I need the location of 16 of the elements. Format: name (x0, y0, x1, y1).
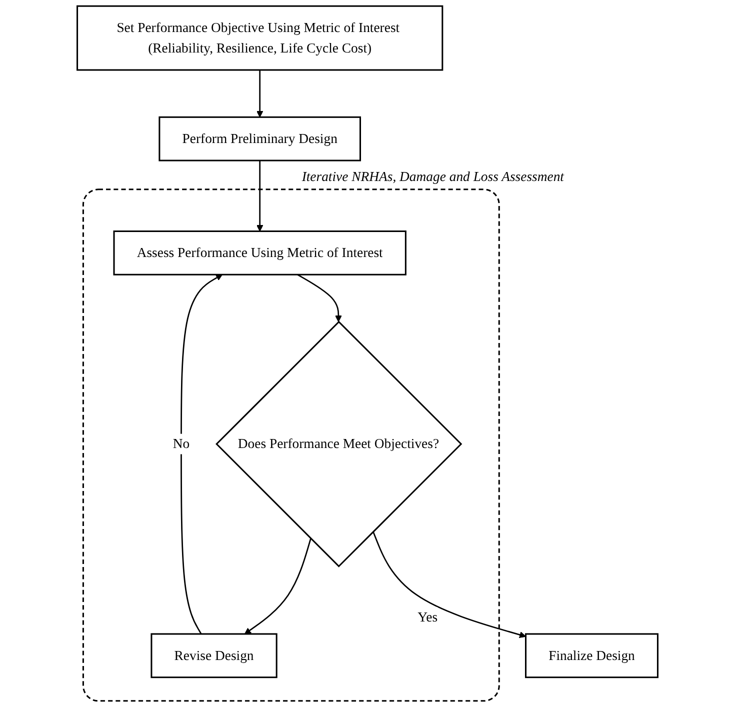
arrow (244, 538, 312, 634)
node-box: Finalize Design (525, 633, 658, 678)
arrow (372, 531, 526, 638)
node-box: Set Performance Objective Using Metric of Interest (Reliability, Resilience, Life Cycle Cost) (76, 5, 444, 71)
node-box: Revise Design (150, 633, 278, 678)
node-diamond: Does Performance Meet Objectives? (216, 320, 462, 568)
arrow (256, 70, 264, 118)
node-box: Assess Performance Using Metric of Interest (113, 230, 406, 276)
edge-label: No (172, 436, 190, 452)
node-box: Perform Preliminary Design (158, 116, 361, 162)
cluster (82, 188, 500, 702)
arrow (297, 274, 342, 322)
arrow (256, 160, 264, 232)
arrow (180, 274, 222, 634)
edge-label: Yes (418, 609, 438, 624)
node-label: Iterative NRHAs, Damage and Loss Assessment (302, 168, 564, 184)
